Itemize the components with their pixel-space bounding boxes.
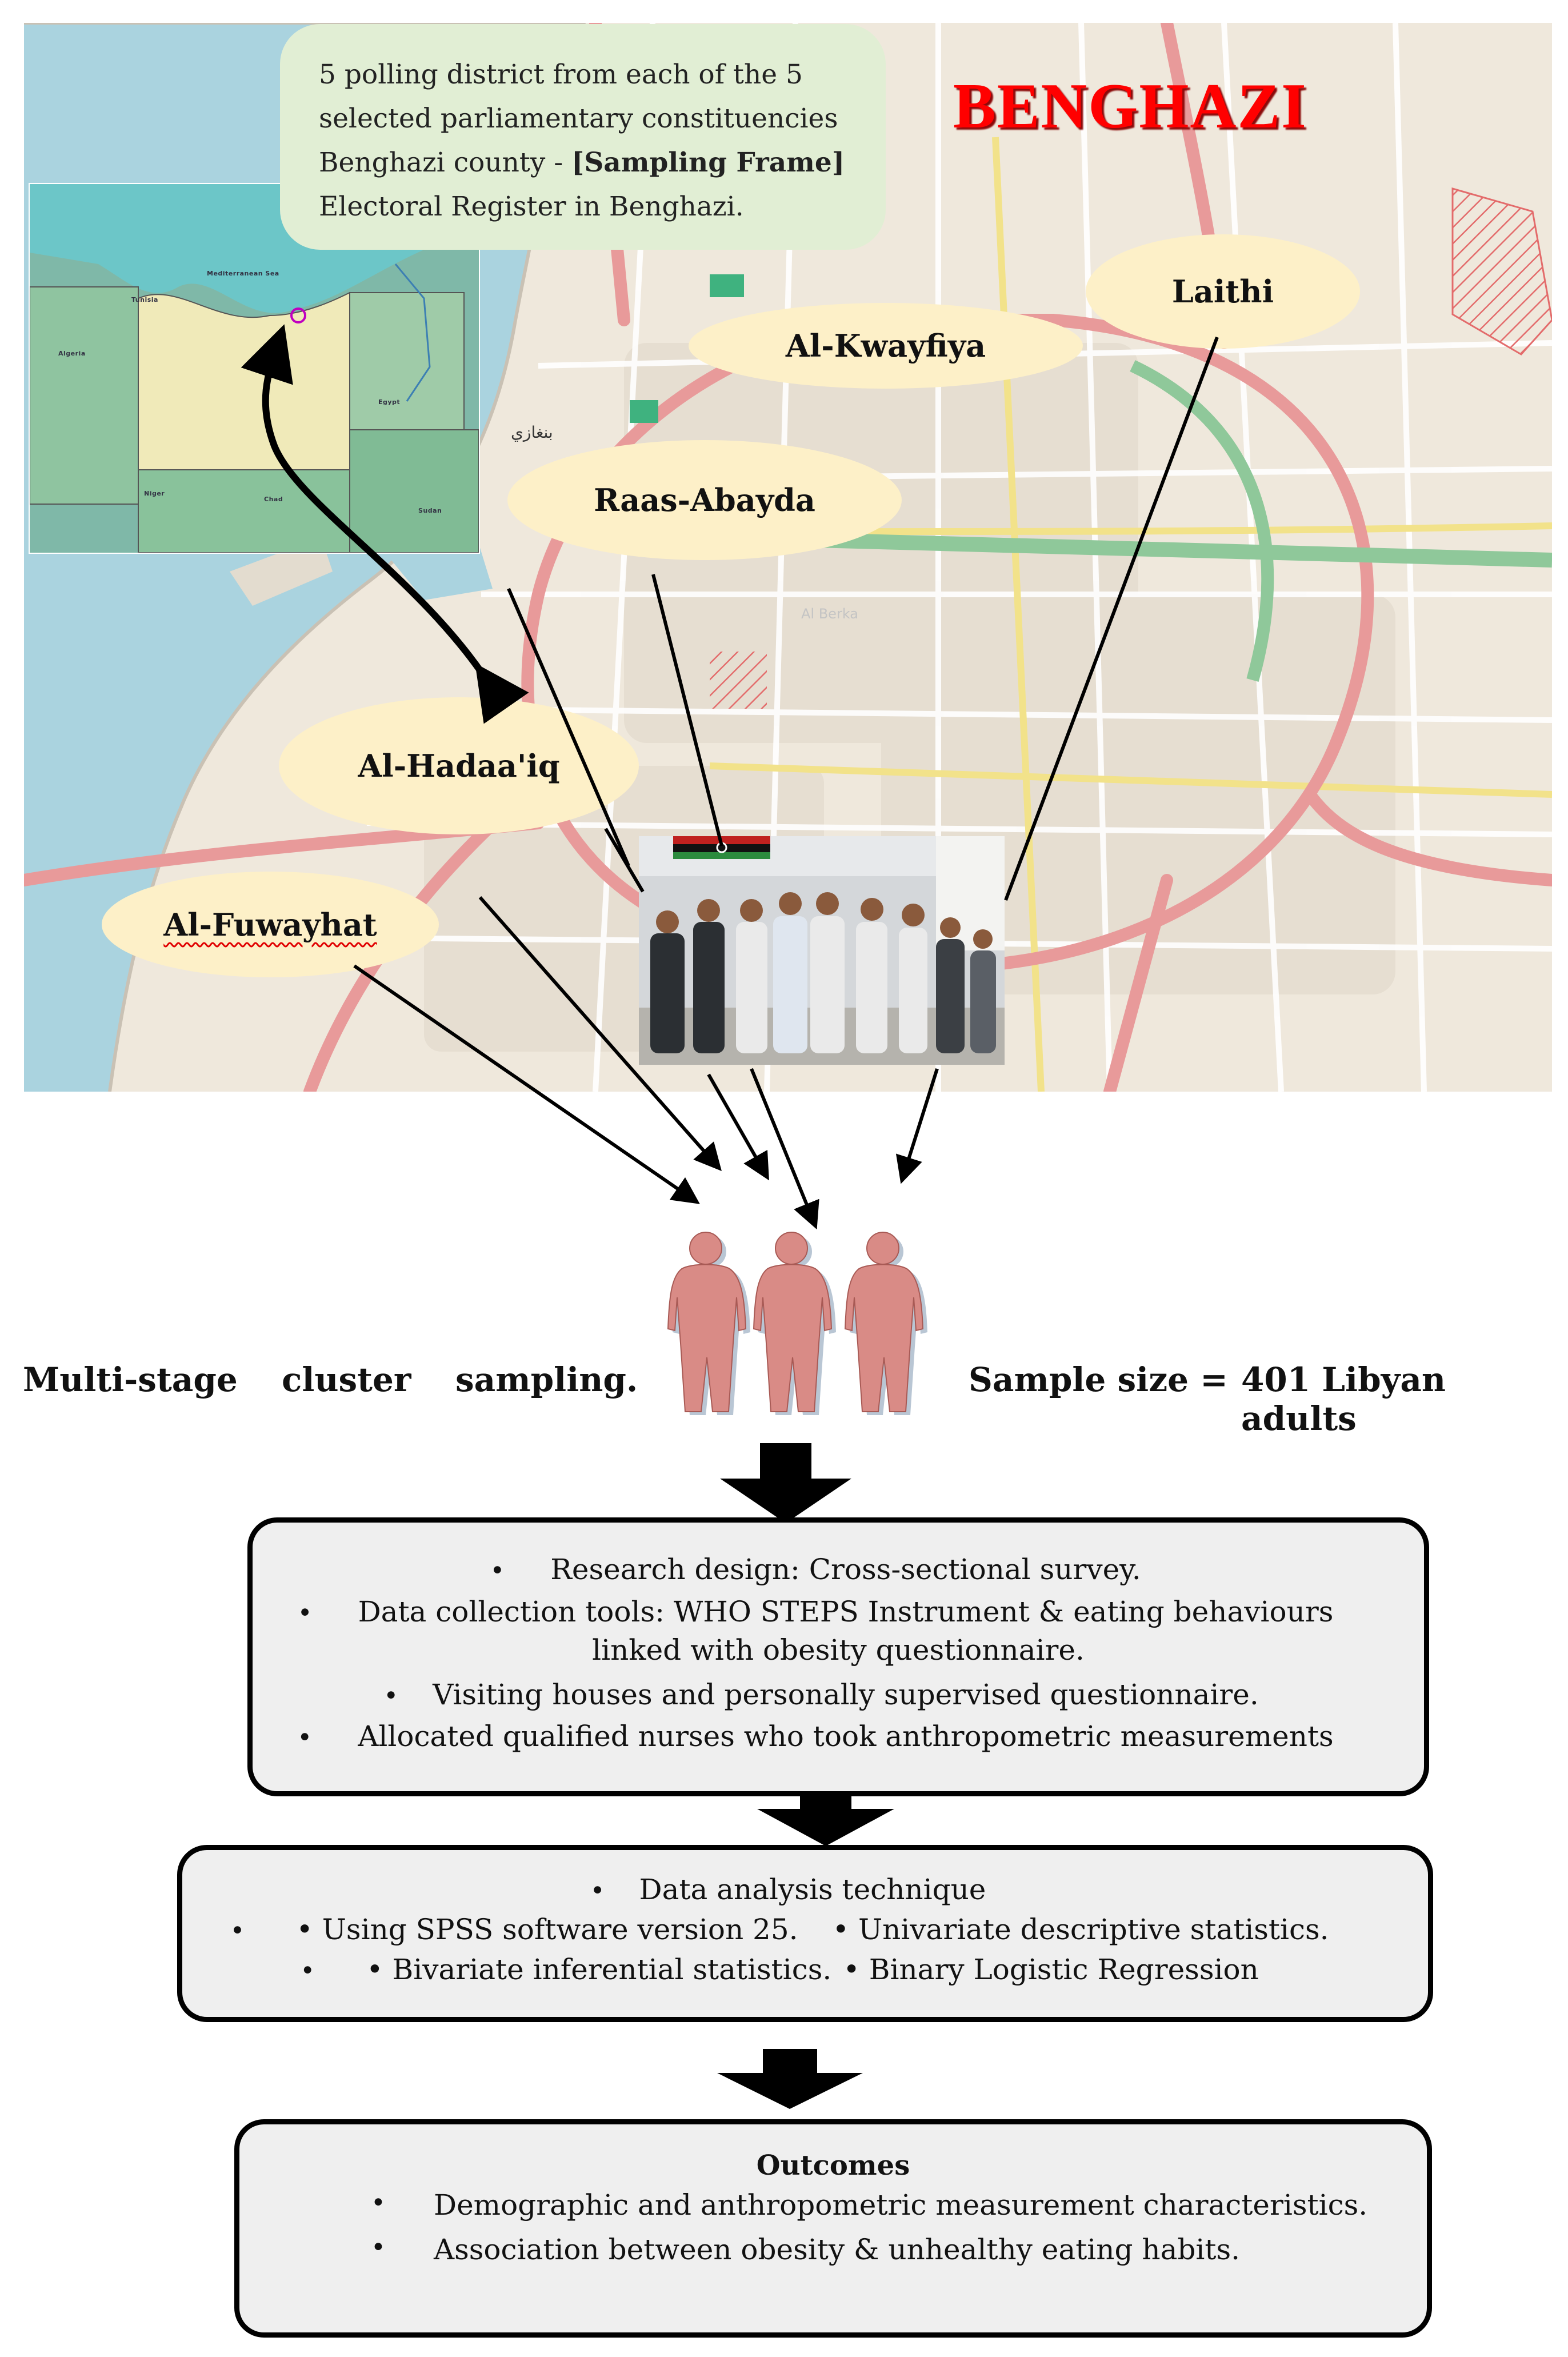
analysis-row-1: •• Using SPSS software version 25.• Univ… (230, 1913, 1329, 1946)
data-analysis-box: •Data analysis technique •• Using SPSS s… (177, 1845, 1433, 2022)
sampling-method-word-1: Multi-stage (23, 1360, 238, 1399)
inset-label-sudan: Sudan (418, 507, 442, 514)
sampling-frame-box: 5 polling district from each of the 5 se… (280, 24, 886, 250)
design-item-2: •Data collection tools: WHO STEPS Instru… (297, 1595, 1334, 1628)
inset-label-sea: Mediterranean Sea (207, 270, 279, 277)
sampling-frame-label: [Sampling Frame] (571, 147, 845, 178)
sampling-method-word-3: sampling. (455, 1360, 638, 1399)
inset-label-algeria: Algeria (58, 350, 86, 357)
sample-size-value: 401 Libyan adults (1241, 1360, 1446, 1438)
arrow-raas-abayda (750, 1068, 819, 1230)
analysis-row-2: •• Bivariate inferential statistics.• Bi… (300, 1953, 1259, 1986)
sampling-frame-line-3: Benghazi county - [Sampling Frame] (319, 147, 845, 178)
sampling-frame-line-1: 5 polling district from each of the 5 (319, 59, 803, 90)
district-al-fuwayhat: Al-Fuwayhat (102, 872, 439, 977)
sampling-method-word-2: cluster (282, 1360, 411, 1399)
sample-group (667, 1232, 927, 1415)
inset-label-niger: Niger (144, 490, 165, 497)
district-al-hadaaiq: Al-Hadaa'iq (279, 697, 639, 834)
down-arrow-icon (757, 1783, 894, 1846)
outcome-item-1: •Demographic and anthropometric measurem… (371, 2188, 1368, 2222)
design-item-3: •Visiting houses and personally supervis… (383, 1678, 1259, 1711)
inset-label-chad: Chad (264, 496, 283, 503)
down-arrow-icon (717, 2049, 863, 2109)
inset-label-egypt: Egypt (378, 398, 401, 406)
analysis-heading: •Data analysis technique (590, 1873, 986, 1906)
district-raas-abayda: Raas-Abayda (507, 440, 902, 560)
district-laithi: Laithi (1086, 234, 1360, 349)
design-item-2-cont: linked with obesity questionnaire. (592, 1633, 1085, 1667)
inset-label-tunisia: Tunisia (131, 296, 158, 303)
design-item-4: •Allocated qualified nurses who took ant… (297, 1720, 1334, 1753)
outcomes-box: Outcomes •Demographic and anthropometric… (234, 2119, 1432, 2338)
outcomes-title: Outcomes (756, 2150, 910, 2182)
sampling-frame-line-2: selected parliamentary constituencies (319, 103, 838, 134)
map-title: BENGHAZI (953, 71, 1307, 142)
district-al-kwayfiya: Al-Kwayfiya (689, 303, 1083, 389)
down-arrow-icon (720, 1443, 851, 1523)
voters-photo (639, 836, 1005, 1065)
design-item-1: •Research design: Cross-sectional survey… (490, 1553, 1141, 1586)
map-label-arabic: بنغازي (511, 423, 553, 442)
sampling-frame-line-4: Electoral Register in Benghazi. (319, 191, 744, 222)
outcome-item-2: •Association between obesity & unhealthy… (371, 2233, 1241, 2266)
map-label-al-berka: Al Berka (801, 606, 858, 622)
research-design-box: •Research design: Cross-sectional survey… (247, 1517, 1429, 1796)
sample-size-label: Sample size = (969, 1360, 1228, 1399)
